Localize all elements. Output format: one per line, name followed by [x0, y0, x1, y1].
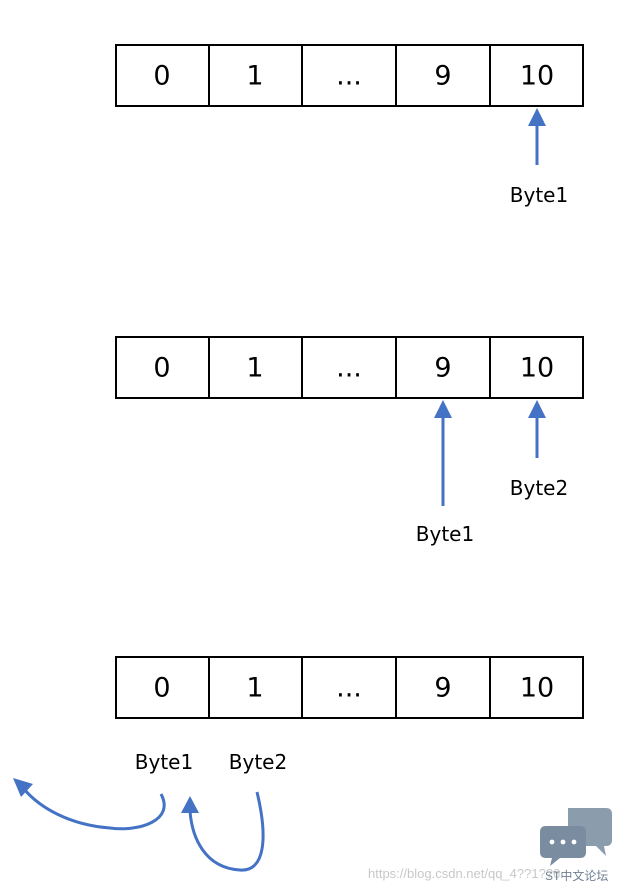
chat-dot-icon	[560, 839, 566, 845]
array-cell	[115, 656, 210, 719]
cell-index-label: 10	[520, 353, 554, 384]
pointer-label: Byte2	[229, 750, 287, 774]
pointer-byte1-row1: Byte1	[510, 108, 568, 207]
cell-index-label: 1	[246, 61, 263, 92]
arrow-head-icon	[13, 778, 33, 797]
chat-dot-icon	[571, 839, 577, 845]
cell-index-label: 10	[520, 61, 554, 92]
array-cell	[395, 656, 491, 719]
cell-index-label: 0	[153, 61, 170, 92]
arrow-head-icon	[528, 400, 546, 418]
array-cell	[395, 336, 491, 399]
array-cell	[489, 44, 584, 107]
watermark: https://blog.csdn.net/qq_4??1??6 ST中文论坛	[368, 808, 612, 883]
array-row-1: 0 1 ... 9 10	[115, 44, 584, 107]
pointer-label: Byte2	[510, 476, 568, 500]
curved-pointer-arrow	[188, 791, 265, 872]
arrow-head-icon	[434, 400, 452, 418]
cell-index-label: 0	[153, 353, 170, 384]
cell-index-label: 0	[153, 673, 170, 704]
arrow-head-icon	[528, 108, 546, 126]
array-cell	[208, 656, 303, 719]
wrap-arrow-byte1	[13, 778, 166, 831]
array-cell	[489, 656, 584, 719]
array-row-2: 0 1 ... 9 10	[115, 336, 584, 399]
pointer-label: Byte1	[135, 750, 193, 774]
curved-pointer-arrow	[22, 788, 166, 831]
array-cell	[301, 44, 397, 107]
array-row-3: 0 1 ... 9 10	[115, 656, 584, 719]
array-cell	[301, 656, 397, 719]
pointer-byte2-row2: Byte2	[510, 400, 568, 500]
array-cell	[115, 44, 210, 107]
pointer-label: Byte1	[416, 522, 474, 546]
array-cell	[489, 336, 584, 399]
watermark-url: https://blog.csdn.net/qq_4??1??6	[368, 866, 560, 881]
cell-index-label: ...	[336, 353, 362, 384]
pointer-label: Byte1	[510, 183, 568, 207]
cell-index-label: 10	[520, 673, 554, 704]
cell-index-label: ...	[336, 673, 362, 704]
cell-index-label: 1	[246, 673, 263, 704]
cell-index-label: 9	[434, 353, 451, 384]
watermark-brand: ST中文论坛	[545, 868, 608, 883]
cell-index-label: 9	[434, 673, 451, 704]
cell-index-label: 1	[246, 353, 263, 384]
chat-dot-icon	[549, 839, 555, 845]
cell-index-label: 9	[434, 61, 451, 92]
pointer-byte1-row2: Byte1	[416, 400, 474, 546]
arrow-head-icon	[181, 796, 199, 813]
chat-bubble-icon	[540, 826, 586, 866]
array-cell	[208, 44, 303, 107]
wrap-arrow-byte2	[181, 791, 265, 872]
cell-index-label: ...	[336, 61, 362, 92]
